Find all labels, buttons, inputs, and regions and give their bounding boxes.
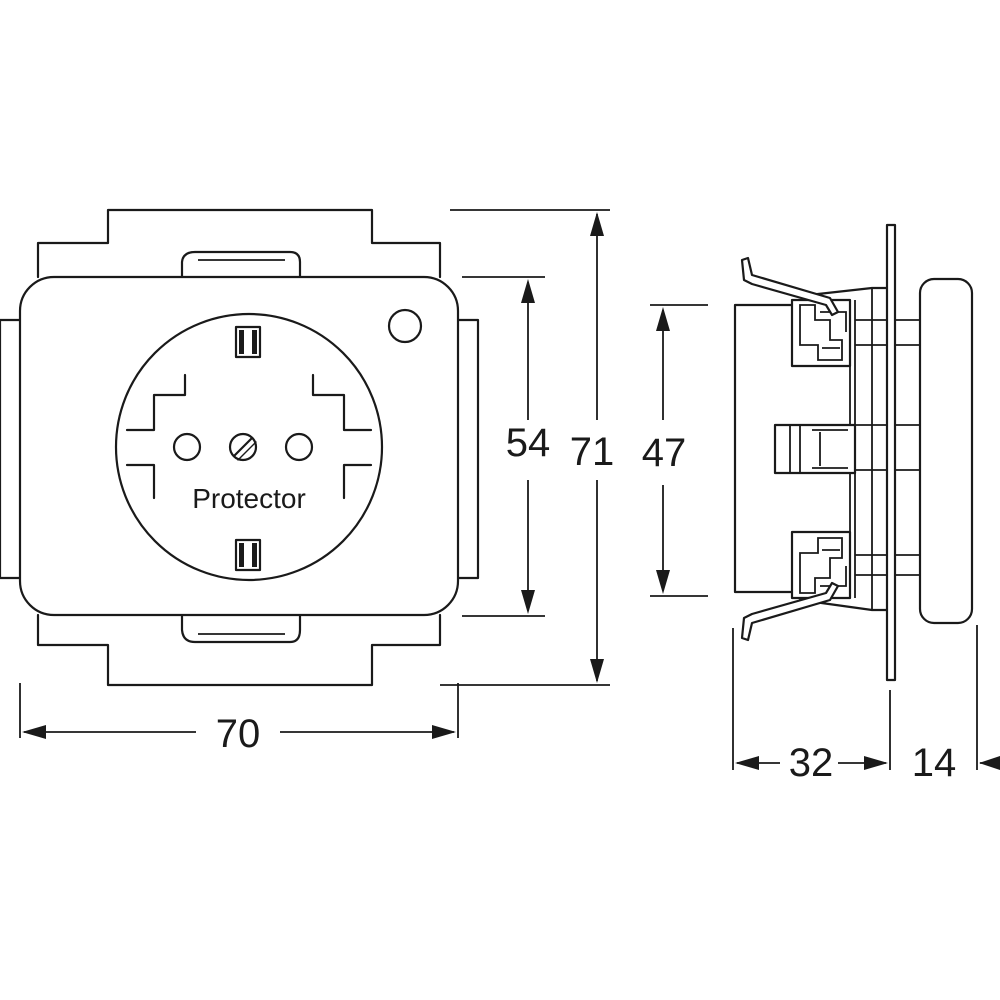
pin-hole-left-icon (172, 432, 202, 462)
center-screw-icon (228, 432, 258, 462)
arrowhead (432, 725, 456, 739)
front-view: Protector (0, 208, 480, 687)
arrowhead (22, 725, 46, 739)
dim-width-label: 70 (216, 712, 261, 756)
cover-side (918, 277, 974, 625)
bottom-clip (180, 615, 302, 644)
earthing-contact-top (234, 325, 262, 359)
upper-claw (740, 256, 840, 317)
dim-14-label: 14 (912, 741, 957, 785)
arrowhead (521, 279, 535, 303)
center-connector (773, 423, 857, 475)
arrowhead (521, 590, 535, 614)
earthing-contact-bottom (234, 538, 262, 572)
indicator-light-icon (387, 308, 423, 344)
mounting-frame (36, 208, 442, 687)
socket-shutter (125, 373, 373, 500)
top-clip (180, 250, 302, 277)
mounting-plate (885, 223, 897, 682)
arrowhead (979, 756, 1000, 770)
socket-label: Protector (192, 483, 306, 514)
lower-terminal (790, 530, 852, 600)
cover-plate (18, 275, 460, 617)
arrowhead (656, 570, 670, 594)
arrowhead (735, 756, 759, 770)
center-connector-detail (789, 425, 848, 473)
upper-terminal (790, 298, 852, 368)
dim-47-label: 47 (642, 431, 687, 475)
arrowhead (590, 659, 604, 683)
arrowhead (864, 756, 888, 770)
insert-frame-lines (849, 288, 920, 610)
dim-32-label: 32 (789, 741, 834, 785)
arrowhead (590, 212, 604, 236)
dim-54-label: 54 (506, 421, 551, 465)
lower-claw (740, 581, 840, 642)
right-lug (456, 318, 480, 580)
dim-71-label: 71 (570, 430, 615, 474)
pin-hole-right-icon (284, 432, 314, 462)
socket-recess (114, 312, 384, 582)
side-view (733, 223, 974, 682)
front-dimensions: 70 54 71 (19, 209, 615, 756)
arrowhead (656, 307, 670, 331)
left-lug (0, 318, 22, 580)
side-dimensions: 47 32 14 (642, 304, 1000, 785)
insert-body (733, 303, 802, 594)
